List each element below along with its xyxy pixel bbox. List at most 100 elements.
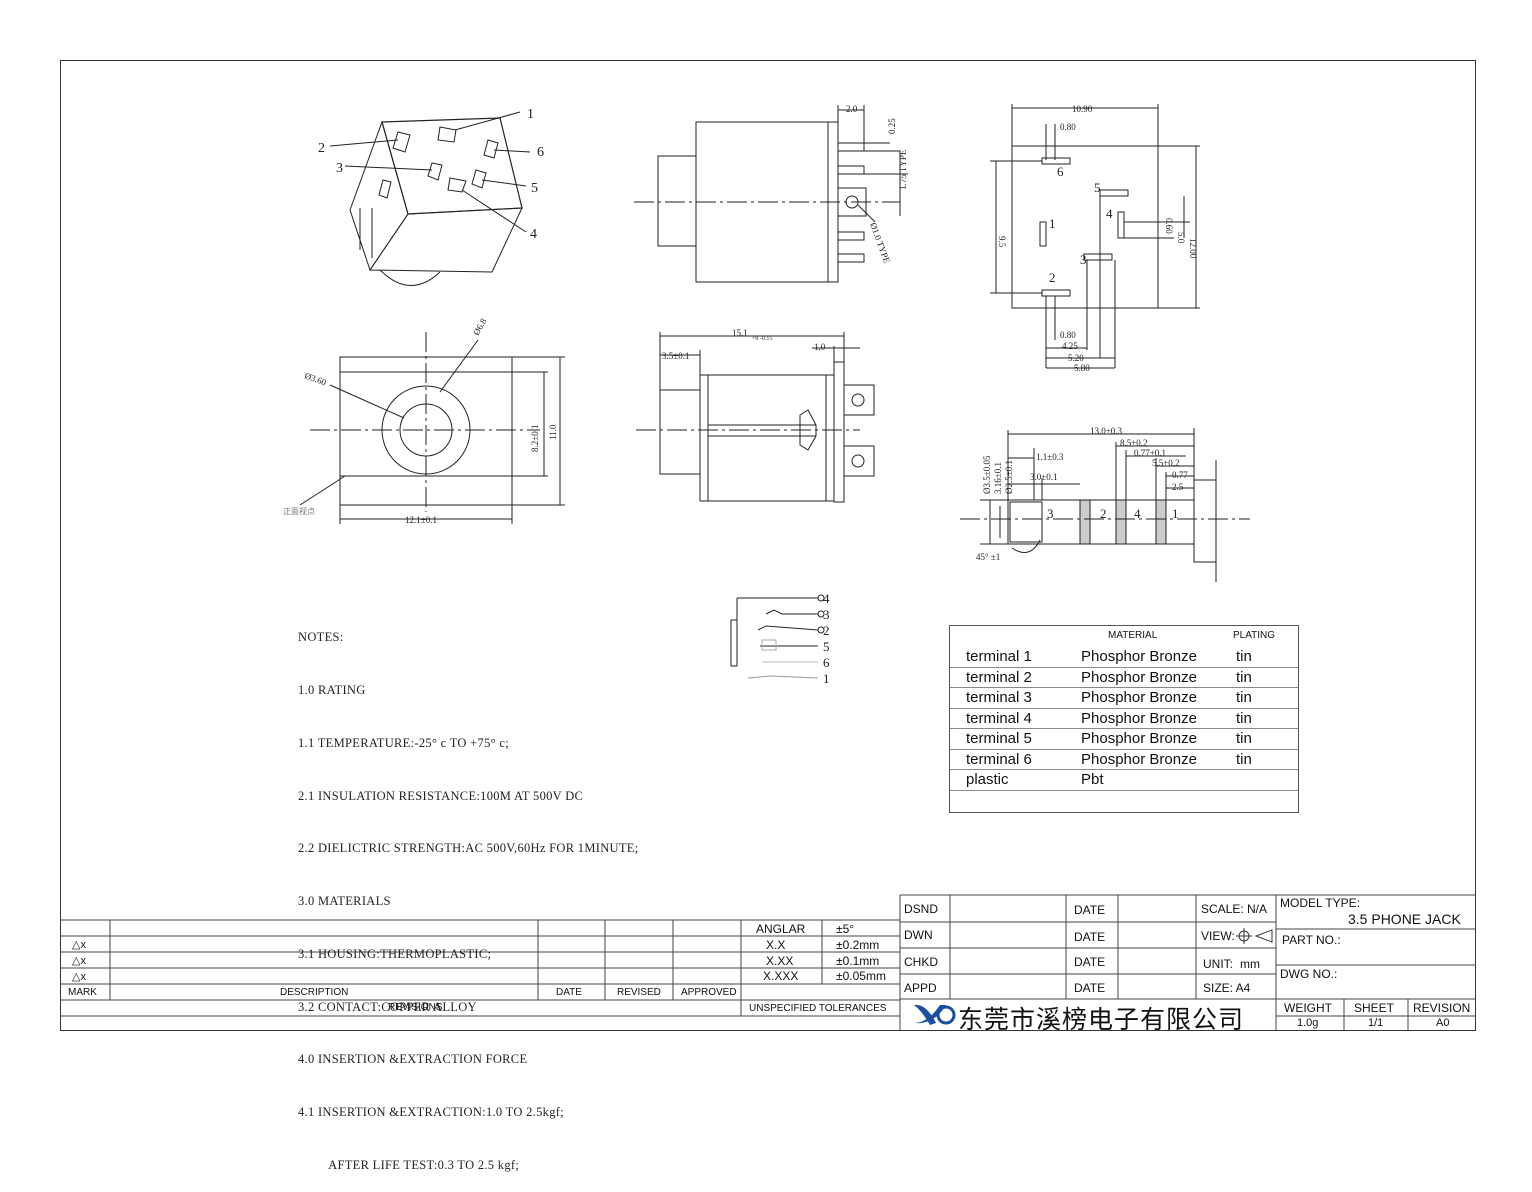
- notes-block: NOTES: 1.0 RATING 1.1 TEMPERATURE:-25° c…: [298, 594, 639, 1192]
- dim-3-5: 3.5±0.1: [662, 351, 689, 361]
- fp-pin-4: 4: [1106, 206, 1113, 221]
- dim-phi2-5: Ø2.5±0.1: [1004, 460, 1014, 494]
- note-line: 2.1 INSULATION RESISTANCE:100M AT 500V D…: [298, 788, 584, 803]
- plug-seg-4: 4: [1134, 506, 1141, 521]
- xx-label: X.X: [766, 938, 786, 952]
- drawing-canvas: 1 2 3 4 5 6 2.0 0.25 1.75 TYPE Ø1.0 TYPE: [60, 104, 1476, 1031]
- pin-label-2: 2: [318, 141, 325, 156]
- side-view-mid: [636, 332, 875, 503]
- dsnd-label: DSND: [904, 902, 939, 916]
- revision-label: REVISION: [1413, 1001, 1471, 1015]
- xxxx-value: ±0.05mm: [836, 969, 886, 983]
- approved-header: APPROVED: [681, 987, 737, 998]
- title-block-lines: [60, 894, 1476, 1031]
- dim-phi1: Ø1.0 TYPE: [868, 221, 892, 265]
- fp-pin-3: 3: [1080, 252, 1087, 267]
- xxxx-label: X.XXX: [763, 969, 799, 983]
- dim-2-5: 2.5: [1172, 482, 1184, 492]
- part-cell: plastic: [966, 771, 1009, 788]
- material-cell: Phosphor Bronze: [1081, 750, 1197, 768]
- revisions-caption: REVISIONS: [388, 1002, 443, 1013]
- material-row: terminal 4 Phosphor Bronze tin: [950, 708, 1298, 729]
- dim-0-77a: 0.77±0.1: [1134, 448, 1166, 458]
- revision-mark: △x: [72, 971, 86, 983]
- dim-3-16: 3.16±0.1: [993, 462, 1003, 494]
- dim-1-75: 1.75 TYPE: [898, 149, 908, 190]
- dim-0-25: 0.25: [887, 118, 897, 134]
- dim-3-0: 3.0±0.1: [1030, 472, 1057, 482]
- unit-value: mm: [1240, 957, 1260, 971]
- material-cell: Phosphor Bronze: [1081, 730, 1197, 747]
- material-row: terminal 6 Phosphor Bronze tin: [950, 749, 1298, 770]
- dim-0-80a: 0.80: [1060, 122, 1076, 132]
- material-row: terminal 1 Phosphor Bronze tin: [950, 646, 1298, 668]
- plating-cell: tin: [1236, 709, 1252, 727]
- dim-45: 45° ±1: [976, 552, 1000, 562]
- schem-pin-2: 2: [823, 623, 830, 638]
- dim-0-60: 0.60: [1164, 218, 1174, 234]
- schematic-symbol: [730, 594, 825, 679]
- view-label: VIEW:: [1201, 929, 1235, 943]
- company-logo: [914, 1004, 956, 1025]
- plating-cell: tin: [1236, 668, 1252, 686]
- revised-header: REVISED: [617, 987, 661, 998]
- drawing-frame: [60, 60, 1476, 1031]
- note-line: 4.0 INSERTION &EXTRACTION FORCE: [298, 1052, 528, 1067]
- revision-value: A0: [1436, 1017, 1450, 1029]
- dim-phi3-60: Ø3.60: [303, 370, 328, 387]
- note-line: NOTES:: [298, 630, 344, 645]
- size-label: SIZE: A4: [1203, 981, 1251, 995]
- material-row: terminal 3 Phosphor Bronze tin: [950, 687, 1298, 709]
- note-line: 3.0 MATERIALS: [298, 894, 391, 909]
- blur-label: 正面视点: [283, 506, 315, 516]
- dim-12-1: 12.1±0.1: [405, 515, 437, 525]
- plug-seg-3: 3: [1047, 506, 1054, 521]
- dim-5-0: 5.0: [1176, 232, 1186, 244]
- material-row: terminal 2 Phosphor Bronze tin: [950, 667, 1298, 688]
- dim-13-0: 13.0±0.3: [1090, 426, 1122, 436]
- date-label: DATE: [1074, 955, 1106, 969]
- weight-value: 1.0g: [1297, 1017, 1319, 1029]
- description-header: DESCRIPTION: [280, 987, 349, 998]
- schem-pin-5: 5: [823, 639, 830, 654]
- dim-0-77b: 0.77: [1172, 470, 1188, 480]
- dim-5-80: 5.80: [1074, 363, 1090, 373]
- note-line: 1.1 TEMPERATURE:-25° c TO +75° c;: [298, 735, 509, 750]
- dim-1-0: 1.0: [814, 342, 826, 352]
- date-label: DATE: [1074, 981, 1106, 995]
- xx-value: ±0.2mm: [836, 938, 880, 952]
- dim-4-25: 4.25: [1062, 341, 1078, 351]
- dim-12-00: 12.00: [1188, 238, 1198, 259]
- pin-label-6: 6: [537, 145, 544, 160]
- plating-header: PLATING: [1233, 630, 1276, 641]
- part-cell: terminal 1: [966, 648, 1032, 665]
- note-line: 2.2 DIELICTRIC STRENGTH:AC 500V,60Hz FOR…: [298, 841, 639, 856]
- material-row: terminal 5 Phosphor Bronze tin: [950, 728, 1298, 750]
- material-cell: Phosphor Bronze: [1081, 709, 1197, 727]
- dim-2-0: 2.0: [846, 104, 858, 114]
- pin-label-4: 4: [530, 227, 537, 242]
- anglar-label: ANGLAR: [756, 922, 806, 936]
- fp-pin-6: 6: [1057, 164, 1064, 179]
- schem-pin-3: 3: [823, 607, 830, 622]
- part-cell: terminal 2: [966, 668, 1032, 686]
- material-cell: Phosphor Bronze: [1081, 689, 1197, 706]
- date-label: DATE: [1074, 930, 1106, 944]
- scale-label: SCALE: N/A: [1201, 902, 1268, 916]
- plug-view: [960, 428, 1250, 582]
- dim-phi6-8: Ø6.8: [471, 316, 489, 337]
- unit-label: UNIT:: [1203, 957, 1233, 971]
- weight-label: WEIGHT: [1284, 1001, 1332, 1015]
- dim-8-5: 8.5±0.2: [1120, 438, 1147, 448]
- schem-pin-1: 1: [823, 671, 830, 686]
- xxx-value: ±0.1mm: [836, 954, 880, 968]
- plug-seg-2: 2: [1100, 506, 1107, 521]
- plug-seg-1: 1: [1172, 506, 1179, 521]
- date-header: DATE: [556, 987, 582, 998]
- dim-5-5: 5.5±0.2: [1152, 458, 1179, 468]
- material-table: MATERIAL PLATING terminal 1 Phosphor Bro…: [949, 625, 1299, 813]
- schem-pin-6: 6: [823, 655, 830, 670]
- note-line: 3.1 HOUSING:THERMOPLASTIC;: [298, 946, 492, 961]
- note-line: 4.1 INSERTION &EXTRACTION:1.0 TO 2.5kgf;: [298, 1105, 564, 1120]
- revision-mark: △x: [72, 955, 86, 967]
